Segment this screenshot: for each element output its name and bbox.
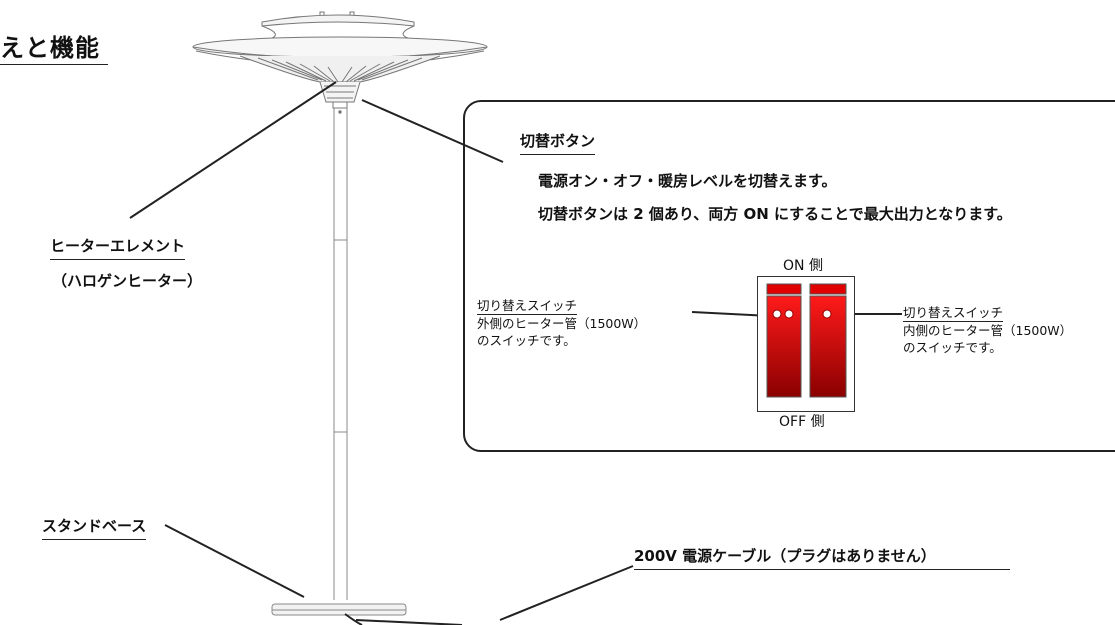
off-side-label: OFF 側 [779, 414, 825, 430]
callout-line-2: 切替ボタンは 2 個あり、両方 ON にすることで最大出力となります。 [538, 205, 1012, 223]
power-cable-label: 200V 電源ケーブル（プラグはありません） [634, 545, 1010, 570]
stand-base-label: スタンドベース [42, 515, 147, 540]
left-switch-description: 切り替えスイッチ 外側のヒーター管（1500W） のスイッチです。 [477, 297, 646, 349]
reflector-dome [192, 11, 488, 114]
left-switch-line-2: 外側のヒーター管（1500W） [477, 316, 647, 331]
leader-lines [129, 81, 902, 621]
base-plate [271, 603, 407, 616]
right-switch-title: 切り替えスイッチ [903, 305, 1004, 322]
pole [333, 108, 348, 600]
callout-heading: 切替ボタン [520, 130, 596, 155]
right-switch-description: 切り替えスイッチ 内側のヒーター管（1500W） のスイッチです。 [903, 304, 1072, 356]
switch-callout-box [463, 100, 1115, 452]
page-title: えと機能 [0, 34, 100, 62]
right-switch-line-3: のスイッチです。 [903, 340, 1002, 355]
inner-heater-switch [809, 283, 847, 398]
heater-element-label: ヒーターエレメント [50, 235, 186, 260]
title-underline [0, 64, 108, 65]
callout-line-1: 電源オン・オフ・暖房レベルを切替えます。 [538, 172, 837, 190]
on-side-label: ON 側 [783, 258, 823, 274]
right-switch-line-2: 内側のヒーター管（1500W） [903, 323, 1073, 338]
heater-element-sublabel: （ハロゲンヒーター） [52, 272, 203, 290]
power-cable [344, 613, 363, 625]
left-switch-line-3: のスイッチです。 [477, 333, 576, 348]
switch-panel [757, 276, 855, 412]
outer-heater-switch [766, 283, 802, 398]
left-switch-title: 切り替えスイッチ [477, 298, 578, 315]
rocker-switches [766, 283, 847, 398]
